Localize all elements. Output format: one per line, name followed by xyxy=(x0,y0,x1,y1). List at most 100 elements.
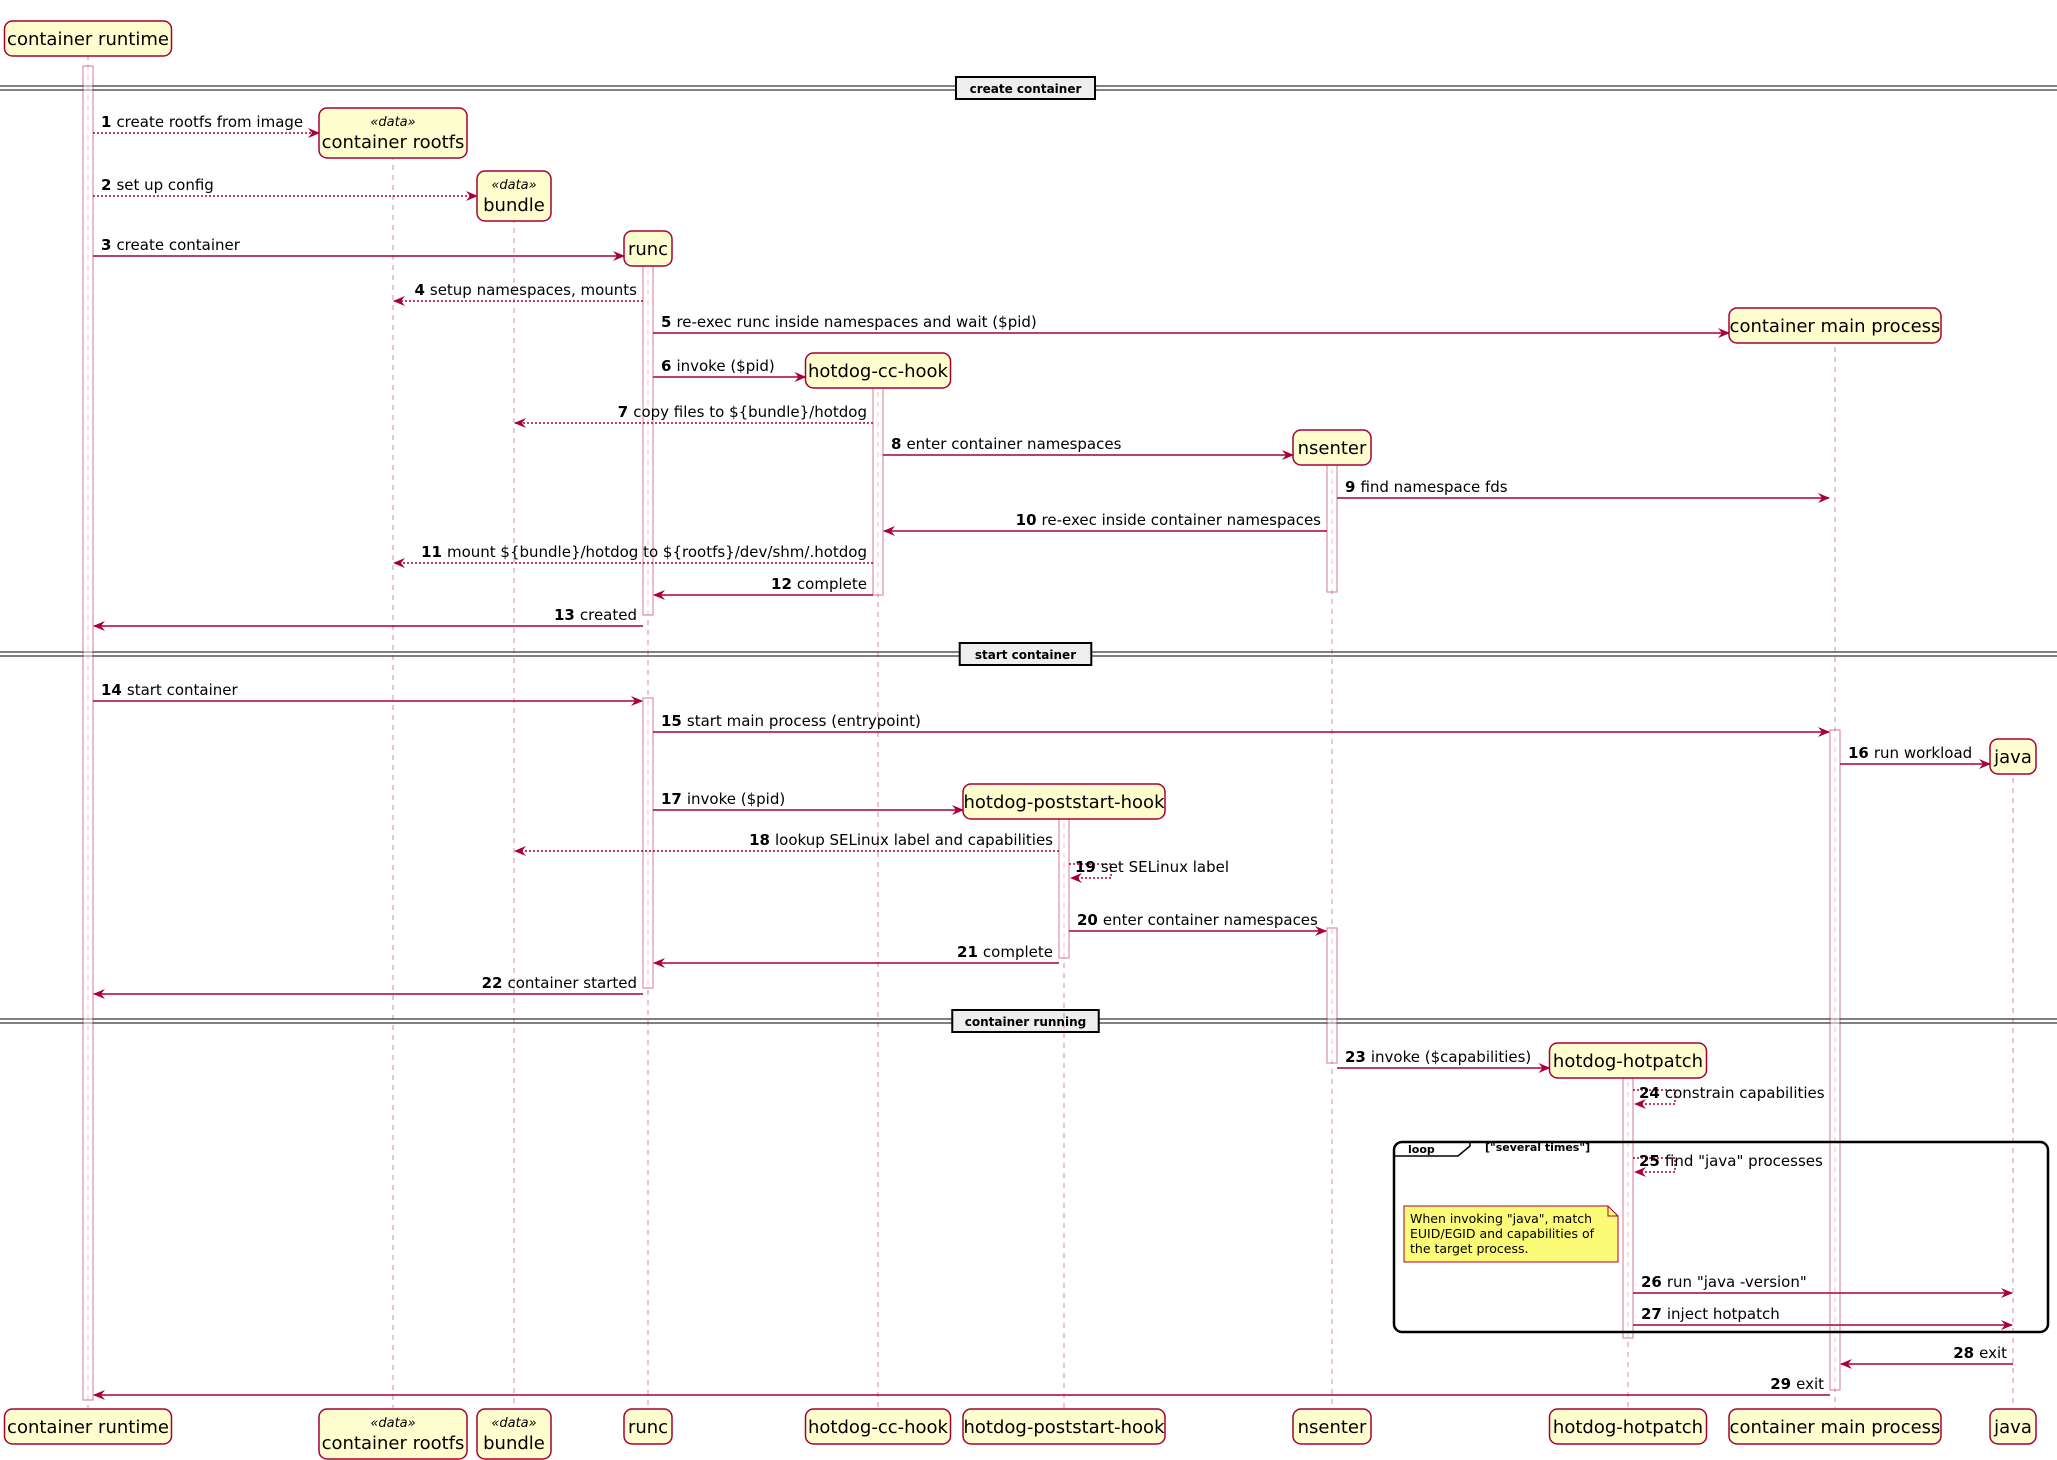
participant-box xyxy=(1989,1408,2037,1445)
participant-main-bottom: container main process xyxy=(1728,1408,1942,1445)
participant-label: hotdog-hotpatch xyxy=(1553,1417,1703,1438)
participant-stereotype: «data» xyxy=(370,1416,415,1431)
message-text: enter container namespaces xyxy=(906,435,1121,453)
section-label: container running xyxy=(965,1015,1086,1029)
participant-main-top: container main process xyxy=(1728,307,1942,344)
participant-rootfs-bottom: «data» container rootfs xyxy=(318,1408,468,1460)
message-number: 10 xyxy=(1016,511,1037,529)
activation-bar-main xyxy=(1829,729,1841,1391)
message-text: re-exec runc inside namespaces and wait … xyxy=(676,313,1036,331)
activation-bar-nsenter xyxy=(1326,461,1338,593)
participant-label: container runtime xyxy=(7,1417,169,1438)
participant-box xyxy=(804,352,952,389)
participant-bundle-top: «data» bundle xyxy=(476,170,552,222)
participant-label: hotdog-poststart-hook xyxy=(964,792,1166,813)
section-label-box xyxy=(958,642,1093,666)
participant-box xyxy=(962,1408,1166,1445)
message-number: 12 xyxy=(771,575,792,593)
participant-label: container rootfs xyxy=(322,132,465,153)
participant-box xyxy=(1292,429,1372,466)
message-number: 24 xyxy=(1639,1084,1660,1102)
participant-cchook-bottom: hotdog-cc-hook xyxy=(804,1408,952,1445)
message-number: 25 xyxy=(1639,1152,1660,1170)
message-text: mount ${bundle}/hotdog to ${rootfs}/dev/… xyxy=(447,543,867,561)
participant-label: hotdog-hotpatch xyxy=(1553,1051,1703,1072)
participant-label: runc xyxy=(628,239,668,260)
participant-runtime-top: container runtime xyxy=(3,20,173,57)
message-number: 1 xyxy=(101,113,111,131)
message-number: 16 xyxy=(1848,744,1869,762)
participant-box xyxy=(623,230,673,267)
note-box xyxy=(1403,1205,1619,1263)
participant-runtime-bottom: container runtime xyxy=(3,1408,173,1445)
participant-pshook-top: hotdog-poststart-hook xyxy=(962,783,1166,820)
participant-stereotype: «data» xyxy=(370,115,415,130)
message-number: 27 xyxy=(1641,1305,1662,1323)
participant-box xyxy=(804,1408,952,1445)
participant-runc-top: runc xyxy=(623,230,673,267)
participant-bundle-bottom: «data» bundle xyxy=(476,1408,552,1460)
participant-label: bundle xyxy=(483,1433,545,1454)
participant-stereotype: «data» xyxy=(491,178,536,193)
participant-label: bundle xyxy=(483,195,545,216)
note-line: the target process. xyxy=(1410,1241,1528,1256)
participant-label: nsenter xyxy=(1298,1417,1367,1438)
message-text: start container xyxy=(127,681,239,699)
loop-keyword: loop xyxy=(1408,1143,1435,1156)
message-label: 3 create container xyxy=(101,236,241,254)
participant-box xyxy=(962,783,1166,820)
message-number: 23 xyxy=(1345,1048,1366,1066)
message-text: complete xyxy=(797,575,867,593)
participant-label: container main process xyxy=(1730,316,1941,337)
participant-box xyxy=(1989,738,2037,775)
participant-box xyxy=(1728,307,1942,344)
message-text: create container xyxy=(116,236,240,254)
message-text: complete xyxy=(983,943,1053,961)
participant-label: hotdog-poststart-hook xyxy=(964,1417,1166,1438)
message-text: set up config xyxy=(116,176,213,194)
participant-box xyxy=(1548,1042,1708,1079)
participant-label: container rootfs xyxy=(322,1433,465,1454)
participant-box xyxy=(476,1408,552,1460)
message-number: 28 xyxy=(1953,1344,1974,1362)
message-text: setup namespaces, mounts xyxy=(430,281,637,299)
participant-label: container runtime xyxy=(7,29,169,50)
participant-cchook-top: hotdog-cc-hook xyxy=(804,352,952,389)
message-number: 15 xyxy=(661,712,682,730)
message-number: 22 xyxy=(482,974,503,992)
participant-java-bottom: java xyxy=(1989,1408,2037,1445)
activation-bar-pshook xyxy=(1058,816,1070,959)
section-label-box xyxy=(954,76,1097,100)
message-number: 3 xyxy=(101,236,111,254)
loop-frame xyxy=(1392,1140,2050,1334)
participant-stereotype: «data» xyxy=(491,1416,536,1431)
